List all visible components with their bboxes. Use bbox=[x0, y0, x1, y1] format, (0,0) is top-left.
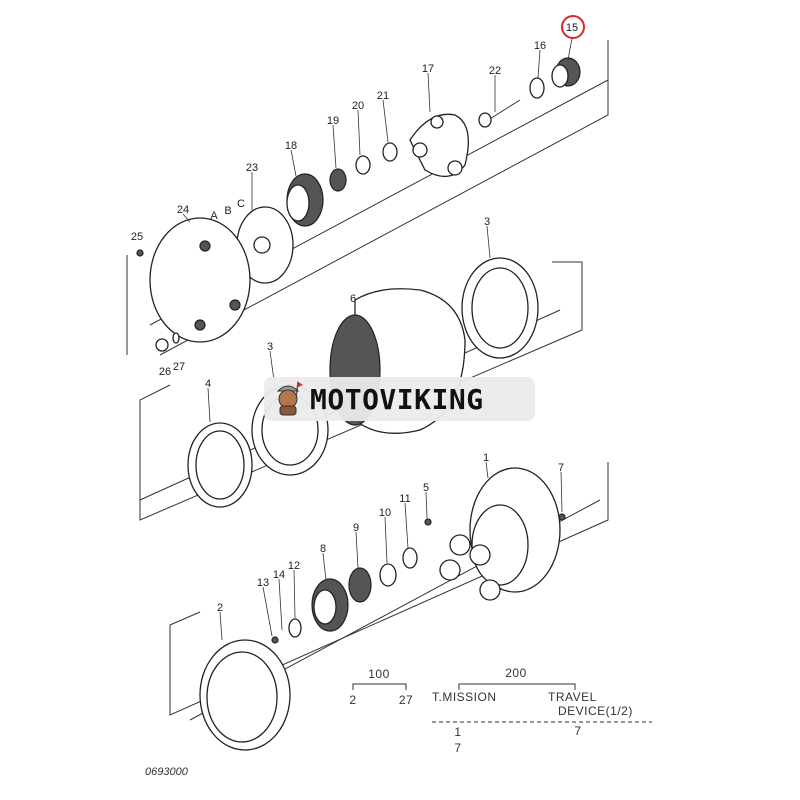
callout-26: 26 bbox=[159, 366, 171, 378]
part-24-cover bbox=[149, 217, 251, 343]
part-11-washer bbox=[402, 547, 418, 569]
part-27-oring bbox=[172, 332, 180, 344]
callout-12: 12 bbox=[288, 560, 300, 572]
part-7-bolt bbox=[558, 513, 566, 521]
callout-27: 27 bbox=[173, 361, 185, 373]
callout-20: 20 bbox=[352, 100, 364, 112]
callout-21: 21 bbox=[377, 90, 389, 102]
watermark-banner: MOTOVIKING bbox=[264, 377, 535, 421]
part-18-gear bbox=[286, 173, 324, 227]
legend-group-200: 200 bbox=[505, 666, 527, 680]
callout-3-lower: 3 bbox=[267, 341, 273, 353]
callout-18: 18 bbox=[285, 140, 297, 152]
highlight-circle bbox=[561, 15, 585, 39]
callout-8: 8 bbox=[320, 543, 326, 555]
leader-lines bbox=[182, 37, 573, 641]
callout-9: 9 bbox=[353, 522, 359, 534]
part-26-plug bbox=[155, 338, 169, 352]
part-13-bolt bbox=[271, 636, 279, 644]
callout-17: 17 bbox=[422, 63, 434, 75]
part-15-gear bbox=[551, 57, 581, 88]
part-12-thrust-plate bbox=[288, 618, 302, 638]
panel-bottom-border bbox=[169, 462, 609, 716]
legend-100-to: 27 bbox=[399, 693, 413, 707]
part-21-washer bbox=[382, 142, 398, 162]
part-2-seal bbox=[199, 639, 291, 751]
watermark-text: MOTOVIKING bbox=[310, 382, 484, 416]
assembly-legend: 100 2 27 200 T.MISSION TRAVEL DEVICE(1/2… bbox=[349, 666, 652, 755]
part-23-plate bbox=[236, 206, 294, 284]
legend-travel-ref: 7 bbox=[574, 724, 581, 738]
legend-t-mission: T.MISSION bbox=[432, 690, 497, 704]
part-5-pin bbox=[424, 518, 432, 526]
legend-t-mission-ref2: 7 bbox=[454, 741, 461, 755]
part-8-gear bbox=[311, 578, 349, 632]
callout-13: 13 bbox=[257, 577, 269, 589]
callout-23: 23 bbox=[246, 162, 258, 174]
callout-15: 15 bbox=[566, 22, 578, 34]
figure-id: 0693000 bbox=[145, 766, 189, 778]
part-20-bushing bbox=[355, 155, 371, 175]
callout-1: 1 bbox=[483, 452, 489, 464]
part-10-bushing bbox=[379, 563, 397, 587]
part-4-plate bbox=[187, 422, 253, 508]
callout-10: 10 bbox=[379, 507, 391, 519]
callout-4: 4 bbox=[205, 378, 211, 390]
callout-labels: 15 16 22 17 21 20 19 18 23 A B C 24 25 2… bbox=[131, 22, 578, 614]
callout-16: 16 bbox=[534, 40, 546, 52]
callout-22: 22 bbox=[489, 65, 501, 77]
part-17-carrier bbox=[409, 113, 469, 177]
callout-2: 2 bbox=[217, 602, 223, 614]
callout-11: 11 bbox=[399, 493, 410, 505]
callout-A: A bbox=[210, 210, 218, 222]
callout-14: 14 bbox=[273, 569, 285, 581]
legend-group-100: 100 bbox=[368, 667, 390, 681]
legend-t-mission-ref1: 1 bbox=[454, 725, 461, 739]
part-1-hub bbox=[439, 467, 561, 601]
callout-19: 19 bbox=[327, 115, 339, 127]
legend-travel: TRAVEL bbox=[548, 690, 597, 704]
callout-25: 25 bbox=[131, 231, 143, 243]
callout-C: C bbox=[237, 198, 245, 210]
part-3-ring-upper bbox=[461, 257, 539, 359]
legend-100-from: 2 bbox=[349, 693, 356, 707]
legend-device: DEVICE(1/2) bbox=[558, 704, 633, 718]
legend-bracket-100 bbox=[352, 683, 407, 690]
part-25-bolt bbox=[136, 249, 144, 257]
part-19-bearing bbox=[329, 168, 347, 192]
legend-bracket-200 bbox=[458, 683, 576, 690]
callout-B: B bbox=[224, 205, 231, 217]
part-22-shaft bbox=[478, 99, 521, 128]
panel-middle-border bbox=[139, 261, 583, 521]
callout-5: 5 bbox=[423, 482, 429, 494]
callout-7: 7 bbox=[558, 462, 564, 474]
callout-24: 24 bbox=[177, 204, 189, 216]
part-16-ring bbox=[529, 77, 545, 99]
viking-mascot-icon bbox=[276, 381, 303, 416]
callout-3-upper: 3 bbox=[484, 216, 490, 228]
panel-top-border bbox=[159, 40, 609, 356]
part-9-bearing bbox=[348, 567, 372, 603]
callout-6: 6 bbox=[350, 293, 356, 305]
